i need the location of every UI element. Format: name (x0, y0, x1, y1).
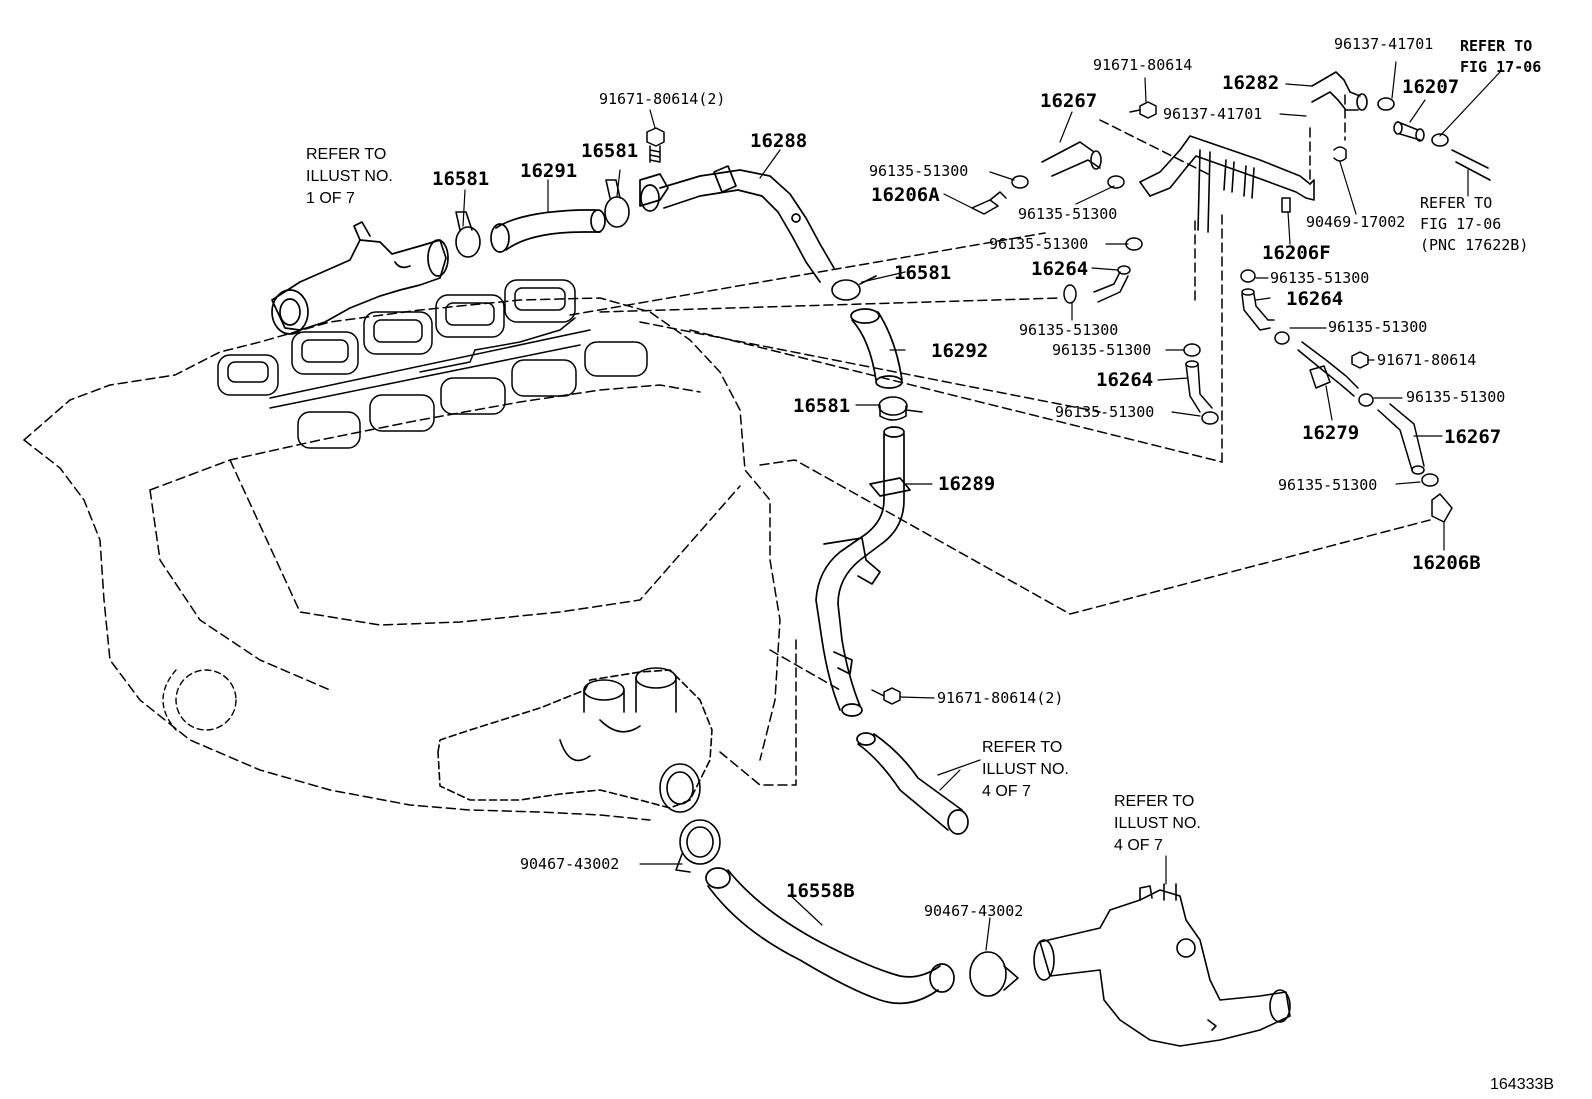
callout-91671-80614-top-right[interactable]: 91671-80614 (1093, 56, 1193, 74)
hose-16267-lower (1377, 403, 1425, 475)
water-outlet-housing (271, 221, 449, 335)
hose-right-lower (856, 732, 969, 835)
callout-96135-51300-9[interactable]: 96135-51300 (1406, 388, 1506, 406)
callout-96135-51300-8[interactable]: 96135-51300 (1328, 318, 1428, 336)
callout-16581-d[interactable]: 16581 (793, 395, 851, 417)
callout-16282[interactable]: 16282 (1222, 72, 1280, 94)
water-pump (437, 667, 713, 813)
callout-96135-51300-4[interactable]: 96135-51300 (1019, 321, 1119, 339)
note-refer-illust-4-of-7-b: REFER TO ILLUST NO. 4 OF 7 (1114, 793, 1201, 854)
hose-16264-a (1093, 265, 1131, 303)
callout-16279[interactable]: 16279 (1302, 422, 1360, 444)
bracket-90469 (1333, 146, 1347, 162)
bypass-pipe-assembly (1139, 135, 1315, 233)
bolt-91671-upper (1129, 101, 1157, 119)
callout-96135-51300-10[interactable]: 96135-51300 (1278, 476, 1378, 494)
engine-details (162, 669, 237, 731)
leader-lines (462, 61, 1501, 951)
callout-16267-b[interactable]: 16267 (1444, 426, 1502, 448)
clamp-16581-mid (604, 179, 630, 228)
note-refer-fig-17-06-pnc: REFER TO FIG 17-06 (PNC 17622B) (1420, 194, 1529, 254)
note-refer-illust-1-of-7: REFER TO ILLUST NO. 1 OF 7 (306, 146, 393, 207)
callout-91671-80614-2-bottom[interactable]: 91671-80614(2) (937, 689, 1064, 707)
callout-16267-a[interactable]: 16267 (1040, 90, 1098, 112)
callout-16206B[interactable]: 16206B (1412, 552, 1481, 574)
pipe-16279 (1297, 341, 1359, 397)
callout-16206A[interactable]: 16206A (871, 184, 940, 206)
bolt-lower (871, 687, 901, 705)
callout-16207[interactable]: 16207 (1402, 76, 1460, 98)
callout-16581-c[interactable]: 16581 (894, 262, 952, 284)
callout-90467-43002-b[interactable]: 90467-43002 (924, 902, 1024, 920)
union-16206B (1431, 493, 1453, 523)
illustration-id: 164333B (1490, 1076, 1555, 1093)
bolt-top (646, 127, 665, 163)
callout-16558B[interactable]: 16558B (786, 880, 855, 902)
callout-16581-b[interactable]: 16581 (581, 140, 639, 162)
callout-16264-b[interactable]: 16264 (1096, 369, 1154, 391)
clamp-16581-left (455, 211, 481, 258)
union-16206A (971, 191, 1007, 215)
callout-90469-17002[interactable]: 90469-17002 (1306, 213, 1406, 231)
callout-96135-51300-1[interactable]: 96135-51300 (869, 162, 969, 180)
callout-16289[interactable]: 16289 (938, 473, 996, 495)
intake-runners (217, 279, 648, 449)
clip-16207 (1377, 97, 1449, 147)
callout-96135-51300-3[interactable]: 96135-51300 (989, 235, 1089, 253)
hose-16264-c (1241, 288, 1275, 331)
hose-16292 (850, 308, 903, 389)
callout-16291[interactable]: 16291 (520, 160, 578, 182)
clamp-16581-lower (878, 396, 923, 421)
hose-16282 (1311, 71, 1368, 111)
pipe-16289 (815, 426, 911, 717)
callout-16292[interactable]: 16292 (931, 340, 989, 362)
hose-16267-upper (1041, 141, 1102, 177)
clamp-96135-upper-left (1011, 175, 1125, 189)
clamp-90467-right (969, 951, 1019, 997)
callout-16264-c[interactable]: 16264 (1286, 288, 1344, 310)
engine-block-outline (23, 94, 1431, 821)
callout-96135-51300-7[interactable]: 96135-51300 (1270, 269, 1370, 287)
thermostat-housing (1033, 883, 1291, 1047)
callout-16206F[interactable]: 16206F (1262, 242, 1331, 264)
hose-16291 (490, 209, 606, 253)
callout-16264-a[interactable]: 16264 (1031, 258, 1089, 280)
hose-16264-b (1185, 360, 1213, 413)
hose-fig17-06 (1451, 149, 1491, 181)
callout-96137-41701-b[interactable]: 96137-41701 (1163, 105, 1263, 123)
callout-16581-a[interactable]: 16581 (432, 168, 490, 190)
note-refer-illust-4-of-7-a: REFER TO ILLUST NO. 4 OF 7 (982, 739, 1069, 800)
callout-96135-51300-6[interactable]: 96135-51300 (1055, 403, 1155, 421)
callout-91671-80614-right[interactable]: 91671-80614 (1377, 351, 1477, 369)
bolt-91671-right (1351, 351, 1369, 369)
hose-16558B (705, 867, 955, 1005)
pipe-16288 (639, 165, 835, 283)
union-16206F (1281, 197, 1291, 213)
callout-96135-51300-5[interactable]: 96135-51300 (1052, 341, 1152, 359)
clamp-16581-right (831, 275, 877, 301)
callout-96137-41701-a[interactable]: 96137-41701 (1334, 35, 1434, 53)
callout-96135-51300-2[interactable]: 96135-51300 (1018, 205, 1118, 223)
clamp-96135-right (1240, 269, 1439, 487)
callout-91671-80614-2-top[interactable]: 91671-80614(2) (599, 90, 726, 108)
callout-16288[interactable]: 16288 (750, 130, 808, 152)
clamp-90467-left (675, 819, 721, 873)
clamp-96135-mid (1063, 237, 1219, 425)
callout-90467-43002-a[interactable]: 90467-43002 (520, 855, 620, 873)
note-refer-fig-17-06-top: REFER TO FIG 17-06 (1460, 37, 1542, 76)
